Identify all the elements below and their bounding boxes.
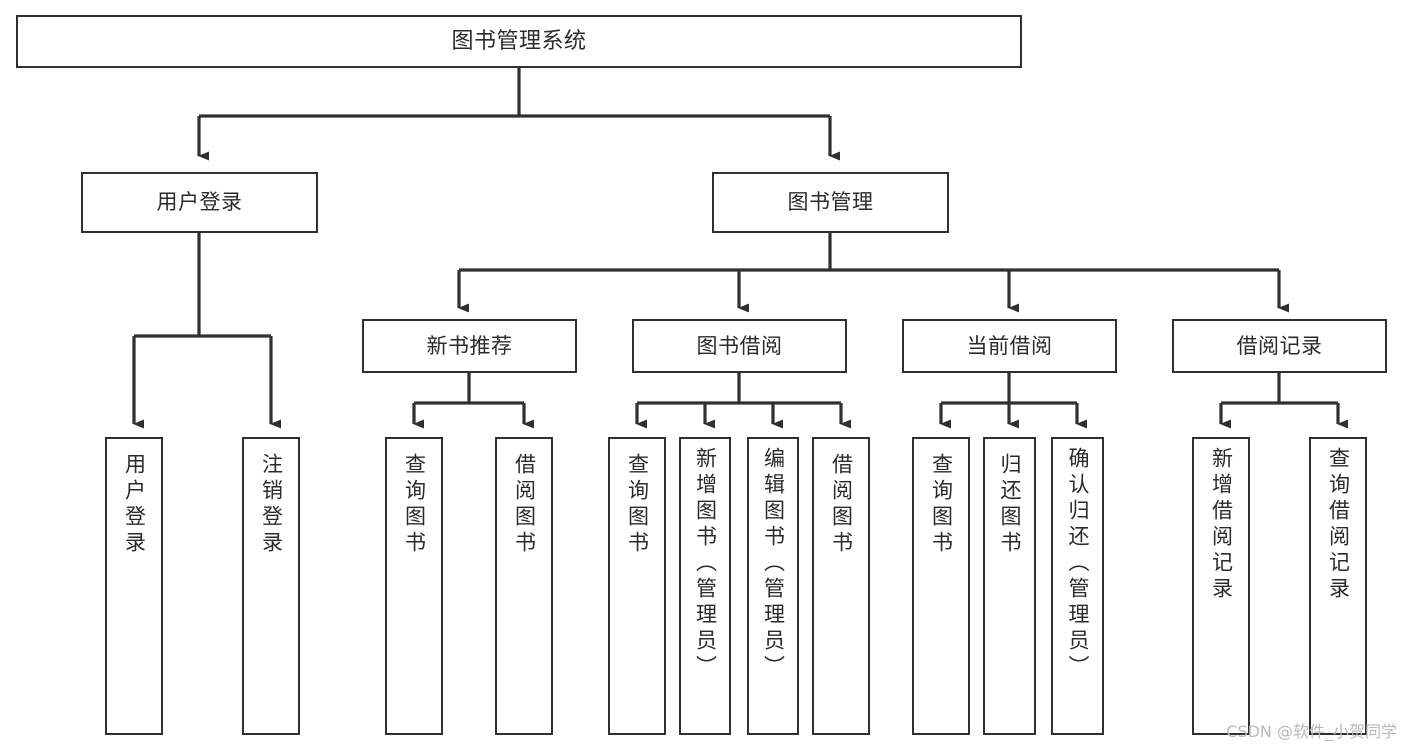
node-leaf-add-book[interactable]: 新增图书（管理员） bbox=[679, 437, 731, 735]
node-leaf-query-book-borrow[interactable]: 查询图书 bbox=[608, 437, 666, 735]
node-leaf-query-book-recommend-label: 查询图书 bbox=[402, 453, 427, 557]
node-root-book-management-system[interactable]: 图书管理系统 bbox=[16, 15, 1022, 68]
node-leaf-borrow-book-recommend-label: 借阅图书 bbox=[512, 453, 537, 557]
node-leaf-confirm-return-label: 确认归还（管理员） bbox=[1066, 447, 1090, 681]
node-leaf-add-borrow-record-label: 新增借阅记录 bbox=[1209, 447, 1234, 603]
node-leaf-user-login-label: 用户登录 bbox=[122, 453, 147, 557]
node-borrow-record-label: 借阅记录 bbox=[1236, 333, 1323, 358]
node-leaf-borrow-book-label: 借阅图书 bbox=[829, 453, 854, 557]
node-user-login-label: 用户登录 bbox=[156, 190, 243, 215]
node-borrow-record[interactable]: 借阅记录 bbox=[1172, 319, 1387, 373]
node-leaf-logout-label: 注销登录 bbox=[259, 453, 284, 557]
node-leaf-user-login[interactable]: 用户登录 bbox=[105, 437, 163, 735]
node-leaf-confirm-return[interactable]: 确认归还（管理员） bbox=[1051, 437, 1104, 735]
node-leaf-return-book[interactable]: 归还图书 bbox=[983, 437, 1036, 735]
node-root-label: 图书管理系统 bbox=[451, 28, 587, 54]
node-leaf-borrow-book[interactable]: 借阅图书 bbox=[812, 437, 870, 735]
node-leaf-edit-book[interactable]: 编辑图书（管理员） bbox=[747, 437, 799, 735]
node-current-borrow[interactable]: 当前借阅 bbox=[902, 319, 1117, 373]
node-book-borrow[interactable]: 图书借阅 bbox=[632, 319, 847, 373]
node-leaf-query-book-current-label: 查询图书 bbox=[929, 453, 954, 557]
node-book-management-label: 图书管理 bbox=[787, 190, 874, 215]
node-leaf-query-borrow-record-label: 查询借阅记录 bbox=[1326, 447, 1351, 603]
node-leaf-logout[interactable]: 注销登录 bbox=[242, 437, 300, 735]
csdn-watermark: CSDN @软件_小贺同学 bbox=[1226, 722, 1397, 741]
node-leaf-borrow-book-recommend[interactable]: 借阅图书 bbox=[495, 437, 553, 735]
node-new-book-recommend-label: 新书推荐 bbox=[426, 333, 513, 358]
node-book-borrow-label: 图书借阅 bbox=[696, 333, 783, 358]
node-new-book-recommend[interactable]: 新书推荐 bbox=[362, 319, 577, 373]
node-leaf-edit-book-label: 编辑图书（管理员） bbox=[761, 447, 786, 681]
node-leaf-add-book-label: 新增图书（管理员） bbox=[693, 447, 718, 681]
node-leaf-query-book-borrow-label: 查询图书 bbox=[625, 453, 650, 557]
node-leaf-add-borrow-record[interactable]: 新增借阅记录 bbox=[1192, 437, 1250, 735]
node-book-management[interactable]: 图书管理 bbox=[712, 172, 949, 233]
node-leaf-query-borrow-record[interactable]: 查询借阅记录 bbox=[1309, 437, 1367, 735]
node-leaf-return-book-label: 归还图书 bbox=[998, 453, 1022, 557]
node-leaf-query-book-recommend[interactable]: 查询图书 bbox=[385, 437, 443, 735]
node-user-login[interactable]: 用户登录 bbox=[81, 172, 318, 233]
node-leaf-query-book-current[interactable]: 查询图书 bbox=[912, 437, 970, 735]
node-current-borrow-label: 当前借阅 bbox=[966, 333, 1053, 358]
